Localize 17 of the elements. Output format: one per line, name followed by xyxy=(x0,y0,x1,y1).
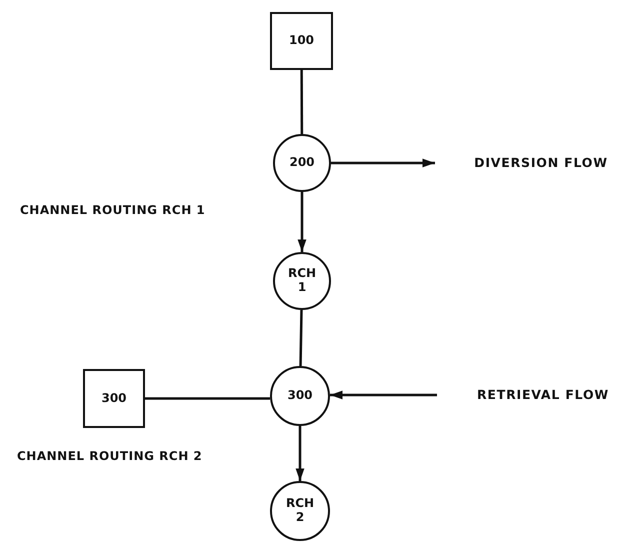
process-box: 300 xyxy=(83,369,145,428)
arrow xyxy=(331,158,435,168)
node-circle: RCH 2 xyxy=(270,481,330,541)
arrow xyxy=(330,390,437,400)
arrow xyxy=(296,426,304,481)
connector-line xyxy=(300,70,304,134)
flow-label: RETRIEVAL FLOW xyxy=(477,388,609,402)
channel-label: CHANNEL ROUTING RCH 1 xyxy=(20,203,206,217)
node-circle: RCH 1 xyxy=(273,252,331,310)
node-circle: 300 xyxy=(270,366,330,426)
arrow xyxy=(298,192,306,252)
process-box: 100 xyxy=(270,12,333,70)
node-circle: 200 xyxy=(273,134,331,192)
connector-line xyxy=(145,397,270,400)
channel-label: CHANNEL ROUTING RCH 2 xyxy=(17,449,202,463)
connector-line xyxy=(299,310,303,366)
flow-label: DIVERSION FLOW xyxy=(474,156,608,170)
